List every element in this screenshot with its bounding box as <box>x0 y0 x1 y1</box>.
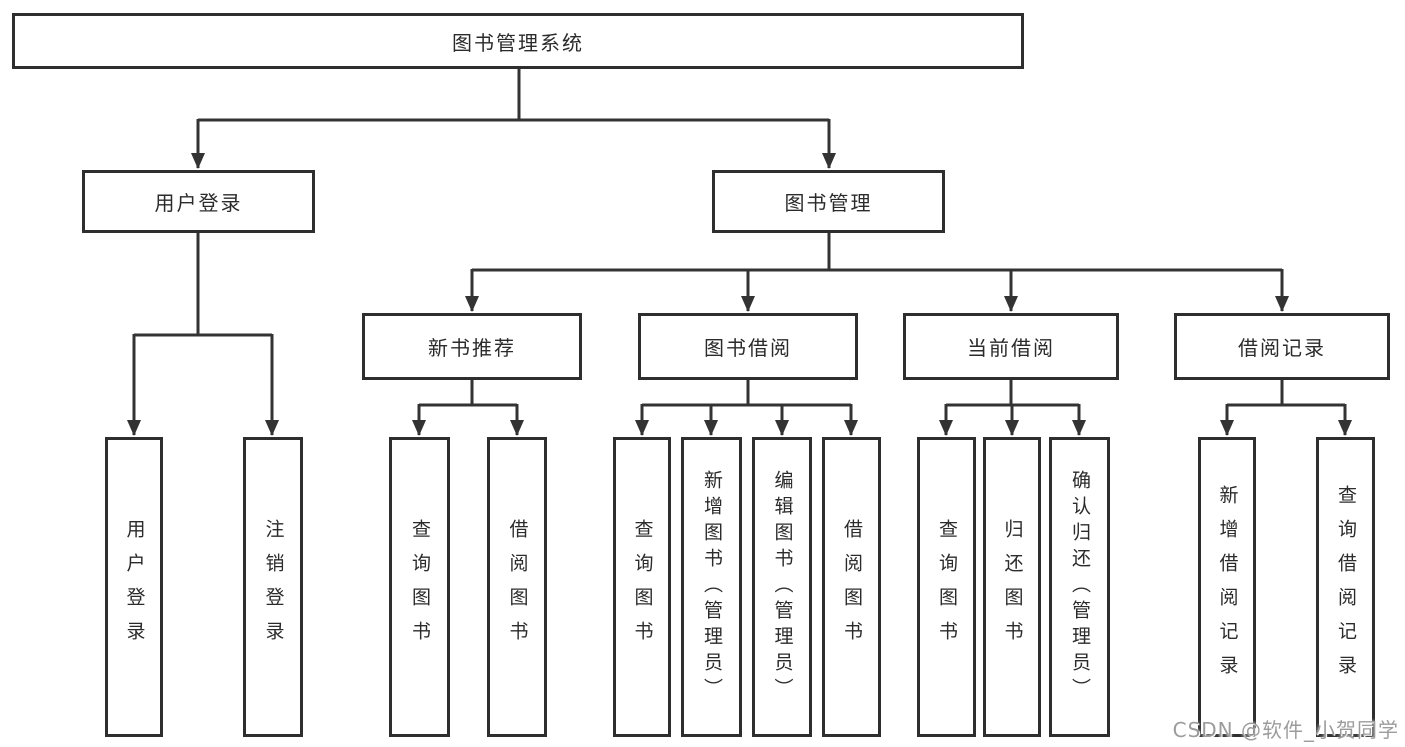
node-new-book-recommend: 新书推荐 <box>362 313 582 380</box>
node-current-borrow: 当前借阅 <box>903 313 1119 380</box>
leaf-add-books-admin: 新增图书（管理员） <box>681 437 742 737</box>
csdn-watermark: CSDN @软件_小贺同学 <box>1172 718 1399 742</box>
leaf-query-borrow-record: 查询借阅记录 <box>1316 437 1375 737</box>
leaf-logout: 注销登录 <box>243 437 303 737</box>
leaf-borrow-books: 借阅图书 <box>822 437 881 737</box>
leaf-confirm-return-admin: 确认归还（管理员） <box>1049 437 1110 737</box>
leaf-query-books: 查询图书 <box>917 437 976 737</box>
node-book-management: 图书管理 <box>712 170 945 233</box>
leaf-query-books: 查询图书 <box>613 437 671 737</box>
node-root-system: 图书管理系统 <box>12 13 1024 69</box>
node-book-borrow: 图书借阅 <box>638 313 858 380</box>
node-user-login: 用户登录 <box>82 170 315 233</box>
leaf-return-books: 归还图书 <box>983 437 1041 737</box>
leaf-borrow-books: 借阅图书 <box>487 437 547 737</box>
leaf-add-borrow-record: 新增借阅记录 <box>1198 437 1256 737</box>
leaf-edit-books-admin: 编辑图书（管理员） <box>752 437 812 737</box>
node-borrow-record: 借阅记录 <box>1174 313 1390 380</box>
leaf-user-login: 用户登录 <box>105 437 163 737</box>
leaf-query-books: 查询图书 <box>389 437 450 737</box>
